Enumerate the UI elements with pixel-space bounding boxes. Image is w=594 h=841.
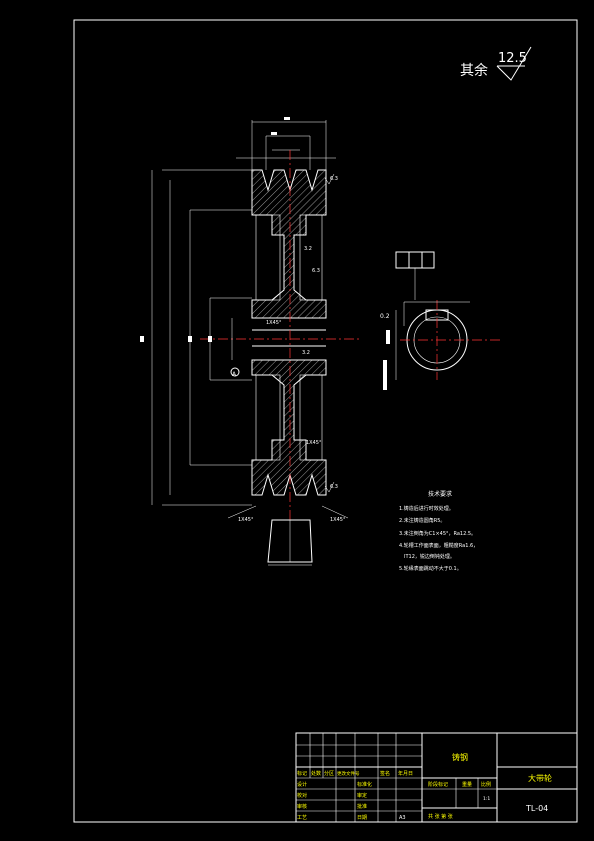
tb-part-name: 大带轮 <box>528 773 552 783</box>
tb-row-1: 设计 <box>297 781 307 788</box>
tech-req-item-4: 4.轮槽工作面表面，粗糙度Ra1.6， <box>399 542 478 549</box>
chamfer-label-4: 1X45° <box>330 517 346 523</box>
chamfer-label-1: 1X45° <box>266 320 282 326</box>
tb-material: 铸钢 <box>452 752 468 762</box>
hub-side-view: 0.2 <box>380 251 500 390</box>
technical-requirements: 技术要求 1.铸造后进行时效处理。 2.未注铸造圆角R5。 3.未注倒角为C1×… <box>399 490 478 572</box>
tb-header-3: 分区 <box>324 770 334 777</box>
tb-header-2: 处数 <box>311 770 321 777</box>
tb-sheet-label: 共 张 第 张 <box>428 813 453 820</box>
tb-stage-3: 比例 <box>481 781 491 788</box>
sheet-border <box>73 19 578 823</box>
tech-req-title: 技术要求 <box>428 490 452 498</box>
tb-row-2: 校对 <box>297 792 307 799</box>
tech-req-item-5: IT12，锐边倒钝处理。 <box>404 553 455 560</box>
tech-req-item-2: 2.未注铸造圆角R5。 <box>399 517 445 524</box>
keyway-tol: 0.2 <box>380 313 390 320</box>
tb-header-4: 更改文件号 <box>337 770 360 777</box>
ra-mark-2: 6.3 <box>330 484 338 490</box>
roughness-value: 12.5 <box>498 51 527 66</box>
tb-scale: 1:1 <box>483 796 490 802</box>
tech-req-item-3: 3.未注倒角为C1×45°，Ra12.5。 <box>399 530 476 537</box>
chamfer-label-2: 1X45° <box>306 440 322 446</box>
tb-col-3: 批准 <box>357 803 367 810</box>
tb-col-4: 日期 <box>357 815 367 821</box>
roughness-symbol: 其余 12.5 <box>460 46 532 81</box>
tb-sheet-size: A3 <box>399 815 406 821</box>
tb-col-1: 标准化 <box>357 781 372 788</box>
title-block: 铸钢 大带轮 TL-04 标记 处数 分区 更改文件号 签名 年月日 设计 校对… <box>295 732 578 823</box>
tb-header-1: 标记 <box>297 770 307 777</box>
section-label: A <box>232 371 237 378</box>
chamfer-label-3: 1X45° <box>238 517 254 523</box>
tb-header-6: 年月日 <box>398 770 413 777</box>
tech-req-item-1: 1.铸造后进行时效处理。 <box>399 505 454 512</box>
ra-mark-4: 3.2 <box>302 350 310 356</box>
tb-row-3: 审核 <box>297 803 307 810</box>
tb-stage-2: 重量 <box>462 781 472 788</box>
ra-mark-3: 3.2 <box>304 246 312 252</box>
tb-drawing-number: TL-04 <box>525 804 548 813</box>
tech-req-item-6: 5.轮缘表面跳动不大于0.1。 <box>399 565 462 572</box>
tb-row-4: 工艺 <box>297 815 307 821</box>
ra-mark-1: 6.3 <box>330 176 338 182</box>
tb-stage-1: 阶段标记 <box>428 781 448 788</box>
tb-header-5: 签名 <box>380 770 390 777</box>
pulley-section-view: A 1X45° 1X45° 1X45° 1X45° 6.3 6.3 3.2 3.… <box>140 117 360 566</box>
roughness-label: 其余 <box>460 62 488 79</box>
tb-col-2: 审定 <box>357 792 367 799</box>
ra-mark-5: 6.3 <box>312 268 320 274</box>
